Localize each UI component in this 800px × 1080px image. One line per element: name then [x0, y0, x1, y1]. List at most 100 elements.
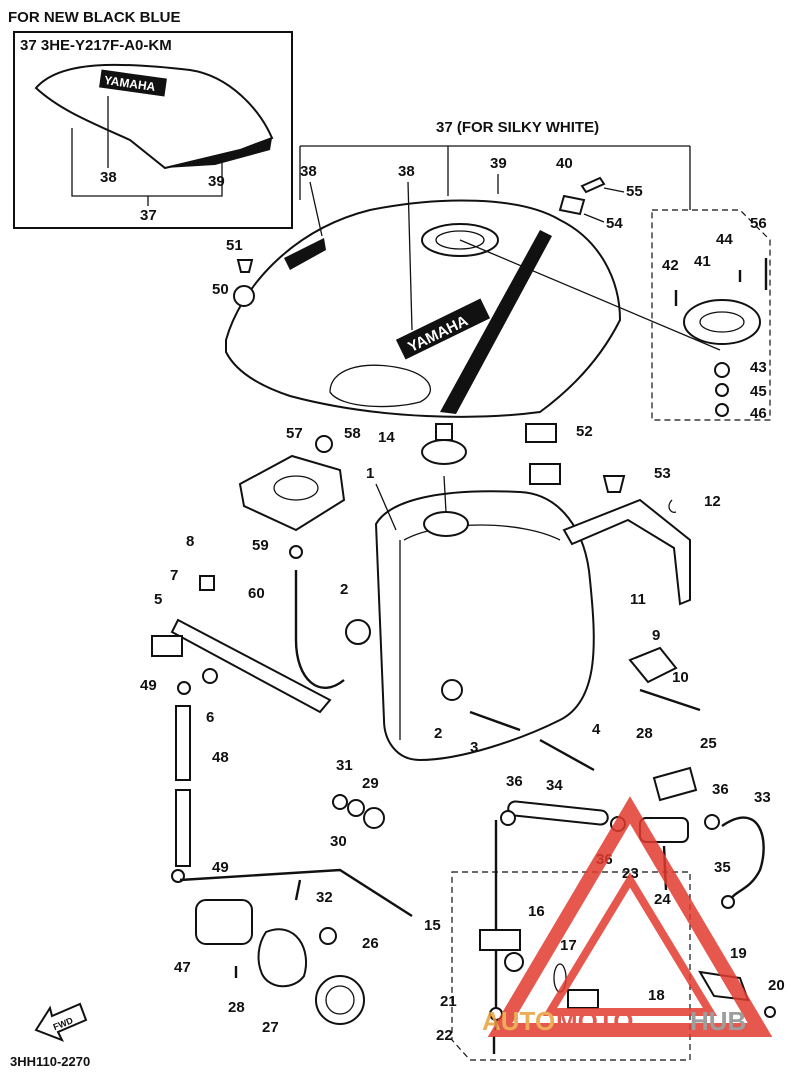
relay-26-inner	[325, 985, 355, 1015]
callout-19: 19	[730, 945, 747, 962]
tank-cover-stripe-right	[440, 230, 552, 414]
bolt-4	[539, 738, 595, 772]
callout-18: 18	[648, 987, 665, 1004]
pipe-3	[469, 710, 521, 732]
hose-48a	[175, 705, 191, 781]
watermark-hub: HUB	[690, 1006, 746, 1036]
fuel-cap-knob	[435, 423, 453, 441]
callout-25: 25	[700, 735, 717, 752]
inset-title: FOR NEW BLACK BLUE	[8, 9, 181, 26]
clip-59	[289, 545, 303, 559]
damper-29	[363, 807, 385, 829]
filler-ring	[435, 230, 485, 250]
callout-26: 26	[362, 935, 379, 952]
callout-51: 51	[226, 237, 243, 254]
cap-screws	[674, 258, 768, 306]
neck-leader	[443, 475, 447, 513]
fuel-tank-body	[374, 490, 595, 762]
inset-tank-cover	[34, 63, 274, 170]
callout-36c: 36	[712, 781, 729, 798]
callout-38-inset: 38	[100, 169, 117, 186]
fwd-arrow-icon	[34, 1002, 88, 1042]
damper-9	[628, 646, 678, 684]
fuel-tank-seams	[399, 524, 561, 740]
callout-32: 32	[316, 889, 333, 906]
callout-7: 7	[170, 567, 178, 584]
cap-to-tank-leader	[459, 239, 721, 351]
callout-17: 17	[560, 937, 577, 954]
callout-54: 54	[606, 215, 623, 232]
fuel-cock-frame	[451, 871, 691, 1061]
callout-34: 34	[546, 777, 563, 794]
screw-20	[764, 1006, 776, 1018]
callout-55: 55	[626, 183, 643, 200]
clip-35	[721, 895, 735, 909]
callout-44: 44	[716, 231, 733, 248]
damper-32	[319, 927, 337, 945]
watermark-triangle-inner	[542, 872, 718, 1016]
inset-panel: FOR NEW BLACK BLUE 37 3HE-Y217F-A0-KM YA…	[8, 9, 293, 229]
callout-1-leader	[375, 483, 397, 531]
callout-56: 56	[750, 215, 767, 232]
damper-2b	[441, 679, 463, 701]
bracket-11	[562, 498, 691, 606]
hose-48b	[175, 789, 191, 867]
callout-5: 5	[154, 591, 162, 608]
callout-28b: 28	[228, 999, 245, 1016]
callout-43: 43	[750, 359, 767, 376]
callout-41: 41	[694, 253, 711, 270]
watermark: AUTO MOTO HUB	[482, 796, 773, 1037]
hose-34	[507, 800, 609, 826]
bolt-31	[332, 794, 348, 810]
callout-36a: 36	[506, 773, 523, 790]
fuel-tank-neck	[423, 511, 469, 537]
callout-37-inset: 37	[140, 207, 157, 224]
callout-15: 15	[424, 917, 441, 934]
grommet-50	[233, 285, 255, 307]
fuel-cock-body	[479, 929, 521, 951]
callout-6: 6	[206, 709, 214, 726]
clip-36c	[704, 814, 720, 830]
washer-30	[347, 799, 365, 817]
silky-bracket-lines	[299, 145, 691, 210]
part-25	[652, 766, 698, 802]
callout-27: 27	[262, 1019, 279, 1036]
callout-16: 16	[528, 903, 545, 920]
callout-20: 20	[768, 977, 785, 994]
callout-39: 39	[490, 155, 507, 172]
clip-12	[668, 499, 677, 513]
tank-cover-stripe-left	[284, 238, 326, 270]
callout-24: 24	[654, 891, 671, 908]
cap-base-41	[683, 299, 761, 345]
callout-57: 57	[286, 425, 303, 442]
callout-11: 11	[630, 591, 646, 608]
damper-53	[602, 475, 626, 493]
clip-36a	[500, 810, 516, 826]
callout-3: 3	[470, 739, 478, 756]
bolt-6	[202, 668, 218, 684]
callout-33: 33	[754, 789, 771, 806]
watermark-moto: MOTO	[556, 1006, 634, 1036]
callout-21: 21	[440, 993, 457, 1010]
callout-45: 45	[750, 383, 767, 400]
callout-1: 1	[366, 465, 374, 482]
callout-58: 58	[344, 425, 361, 442]
damper-52	[525, 423, 557, 443]
callout-46: 46	[750, 405, 767, 422]
callout-4: 4	[592, 721, 601, 738]
callout-29: 29	[362, 775, 379, 792]
callout-12: 12	[704, 493, 721, 510]
diagram-code: 3HH110-2270	[10, 1054, 90, 1069]
filler-housing-neck	[273, 475, 319, 501]
inset-stripe	[165, 138, 272, 168]
tank-cover: YAMAHA	[225, 199, 622, 418]
bolt-10	[639, 688, 701, 712]
cap-subassembly-frame	[651, 209, 771, 421]
callout-60: 60	[248, 585, 265, 602]
band-27	[257, 928, 307, 988]
fuel-pump-47	[195, 899, 253, 945]
callout-48: 48	[212, 749, 229, 766]
callout-49a: 49	[140, 677, 157, 694]
fuel-tank	[374, 475, 595, 762]
